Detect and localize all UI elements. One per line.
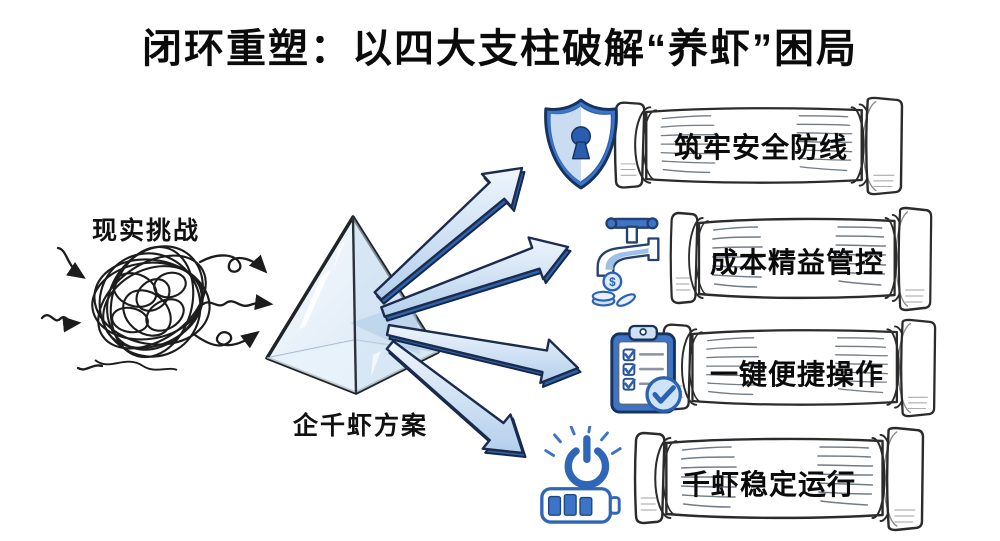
pillar-label-cost: 成本精益管控 bbox=[709, 247, 884, 278]
sketch-arrows bbox=[40, 246, 274, 371]
tangle-ball bbox=[91, 245, 211, 371]
faucet-coins-icon: $ bbox=[591, 217, 660, 307]
solution-label: 企千虾方案 bbox=[293, 412, 429, 440]
svg-text:$: $ bbox=[609, 276, 616, 289]
pillar-label-operation: 一键便捷操作 bbox=[709, 359, 884, 390]
prism-pyramid bbox=[265, 215, 440, 395]
power-battery-icon bbox=[540, 426, 622, 524]
challenge-label: 现实挑战 bbox=[92, 217, 201, 245]
checklist-check-icon bbox=[610, 324, 682, 414]
pillar-label-security: 筑牢安全防线 bbox=[673, 132, 848, 163]
pillar-label-stability: 千虾稳定运行 bbox=[681, 469, 856, 500]
chaos-scribble bbox=[40, 245, 274, 371]
page-title: 闭环重塑：以四大支柱破解“养虾”困局 bbox=[142, 27, 858, 71]
shield-lock-icon bbox=[544, 98, 618, 190]
